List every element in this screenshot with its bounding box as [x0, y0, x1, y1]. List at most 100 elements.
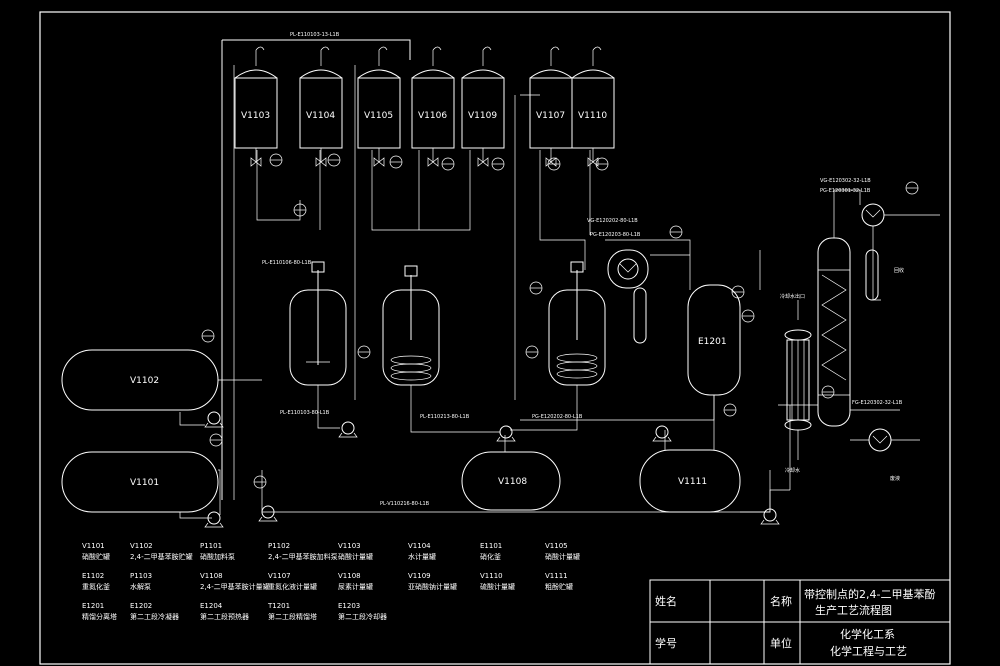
legend-code: V1101 [82, 542, 105, 550]
tank-v1102-label: V1102 [130, 376, 159, 386]
side-label-outlet: 废液 [890, 475, 900, 482]
tank-v1108: V1108 [461, 451, 561, 511]
instrument-bubble [209, 433, 223, 447]
legend-code: E1202 [130, 602, 152, 610]
instrument-bubble [529, 281, 543, 295]
legend-name: 尿素计量罐 [338, 582, 373, 591]
vessel-v1104-label: V1104 [306, 111, 335, 121]
legend-name: 重氮化釜 [82, 582, 110, 591]
instruments [201, 153, 919, 489]
legend-item: V1104 水计量罐 [408, 542, 436, 561]
line-label-l4: PG-E120202-80-L1B [532, 414, 583, 420]
tb-major: 化学工程与工艺 [830, 644, 907, 658]
vessel-e1201: E1201 [687, 284, 741, 396]
legend-name: 粗酚贮罐 [545, 582, 573, 591]
reactor-e1102 [382, 265, 440, 386]
title-block: 姓名 名称 带控制点的2,4-二甲基苯酚 生产工艺流程图 学号 单位 化学化工系… [649, 579, 951, 665]
instrument-bubble [491, 157, 505, 171]
side-label-return: 回收 [894, 267, 904, 274]
vessel-v1103-label: V1103 [241, 111, 270, 121]
pump [652, 425, 672, 442]
instrument-bubble [731, 285, 745, 299]
pump [496, 425, 516, 442]
vessel-v1106-label: V1106 [418, 111, 447, 121]
condenser-e1202 [605, 239, 691, 344]
tank-v1111: V1111 [639, 449, 741, 513]
reboiler-e1204 [850, 409, 920, 452]
legend-code: V1109 [408, 572, 431, 580]
instrument-bubble [525, 345, 539, 359]
column-t1201 [817, 189, 861, 427]
legend-item: E1202 第二工段冷凝器 [130, 602, 179, 621]
vessel-v1107-label: V1107 [536, 111, 565, 121]
legend-name: 精馏分离塔 [82, 612, 117, 621]
legend-name: 硝酸加料泵 [200, 552, 235, 561]
instrument-bubble [441, 157, 455, 171]
legend-code: E1201 [82, 602, 104, 610]
legend-name: 重氮化液计量罐 [268, 582, 317, 591]
legend-code: V1102 [130, 542, 153, 550]
tb-id-label: 学号 [655, 636, 677, 650]
line-label-top: PL-E110103-13-L1B [290, 32, 340, 38]
vessel-v1110-label: V1110 [578, 111, 607, 121]
instrument-bubble [547, 157, 561, 171]
legend-code: V1111 [545, 572, 568, 580]
legend-item: V1103 硝酸计量罐 [338, 542, 373, 561]
side-label-cool-in: 冷却水 [785, 467, 800, 474]
legend-name: 亚硝酸钠计量罐 [408, 582, 457, 591]
legend-name: 第二工段冷却器 [338, 612, 387, 621]
legend-code: V1108 [200, 572, 223, 580]
reactor-e1101 [289, 261, 347, 386]
legend-name: 硝化釜 [480, 552, 501, 561]
legend-code: V1103 [338, 542, 361, 550]
instrument-bubble [327, 153, 341, 167]
pump [338, 421, 358, 438]
line-label-vg2: VG-E120302-32-L1B [820, 178, 871, 184]
tb-title-line1: 带控制点的2,4-二甲基苯酚 [804, 587, 935, 601]
legend-name: 硝酸贮罐 [82, 552, 110, 561]
legend-code: V1110 [480, 572, 503, 580]
instrument-bubble [357, 345, 371, 359]
vessel-v1109-label: V1109 [468, 111, 497, 121]
tank-v1102: V1102 [61, 349, 219, 411]
vessel-v1110: V1110 [571, 46, 615, 167]
side-label-cool-out: 冷却水出口 [780, 293, 805, 300]
tank-v1101: V1101 [61, 451, 219, 513]
legend-item: E1203 第二工段冷却器 [338, 602, 387, 621]
legend-name: 硝酸计量罐 [338, 552, 373, 561]
legend-code: V1105 [545, 542, 568, 550]
tank-v1101-label: V1101 [130, 478, 159, 488]
vessel-v1105: V1105 [357, 46, 401, 167]
instrument-bubble [821, 385, 835, 399]
legend-code: V1107 [268, 572, 291, 580]
legend-code: E1203 [338, 602, 360, 610]
legend-code: E1204 [200, 602, 223, 610]
instrument-bubble [201, 329, 215, 343]
tb-title-line2: 生产工艺流程图 [815, 603, 892, 617]
tank-v1111-label: V1111 [678, 477, 707, 487]
legend-code: V1104 [408, 542, 431, 550]
tb-name-label: 姓名 [655, 594, 677, 608]
tank-v1108-label: V1108 [498, 477, 527, 487]
legend-name: 第二工段精馏塔 [268, 612, 317, 621]
instrument-bubble [669, 225, 683, 239]
legend-name: 水计量罐 [408, 552, 436, 561]
tb-dept: 化学化工系 [840, 627, 895, 641]
instrument-bubble [723, 403, 737, 417]
legend-name: 第二工段冷凝器 [130, 612, 179, 621]
tb-unit-label: 单位 [770, 636, 792, 650]
vessel-v1107: V1107 [529, 46, 573, 167]
instrument-bubble [293, 203, 307, 217]
legend-item: E1201 精馏分离塔 [82, 602, 117, 621]
condenser-e1203 [861, 203, 940, 301]
legend-name: 水解泵 [130, 582, 151, 591]
legend-name: 2,4-二甲基苯胺贮罐 [130, 552, 193, 561]
